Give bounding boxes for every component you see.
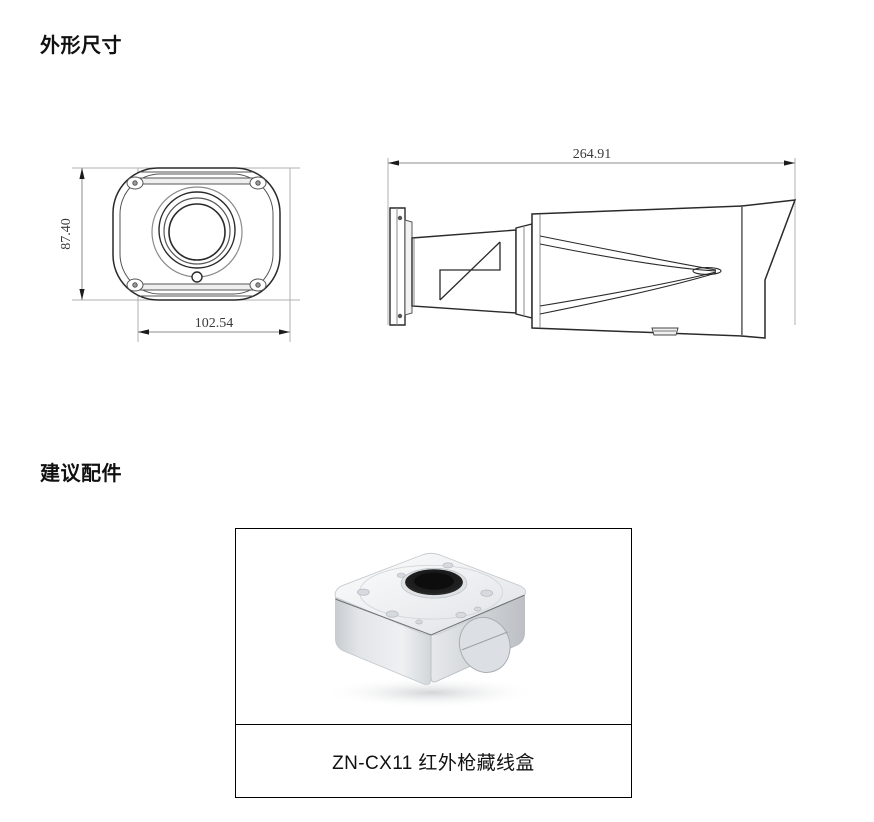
side-view-extension-lines bbox=[387, 158, 796, 325]
accessory-card: ZN-CX11 红外枪藏线盒 bbox=[235, 528, 632, 798]
product-dimension-drawing: 87.40 102.54 bbox=[0, 110, 874, 370]
junction-box-cable-hole bbox=[400, 567, 468, 599]
front-view-drawing: 87.40 102.54 bbox=[59, 167, 300, 342]
junction-box-product-photo bbox=[321, 552, 541, 709]
side-view-mount-plate bbox=[389, 207, 413, 326]
side-view-length-dimension-label: 264.91 bbox=[573, 147, 612, 162]
front-view-width-dimension-label: 102.54 bbox=[195, 316, 234, 331]
front-view-housing bbox=[112, 167, 281, 301]
junction-box-screw-holes bbox=[357, 562, 494, 625]
accessory-image-cell bbox=[236, 529, 631, 725]
side-view-collar bbox=[515, 223, 533, 319]
side-view-drawing: 264.91 bbox=[387, 147, 797, 339]
front-view-height-dimension-label: 87.40 bbox=[59, 218, 74, 250]
page-title: 外形尺寸 bbox=[40, 35, 122, 57]
junction-box-seam-line bbox=[335, 594, 525, 636]
side-view-arm-detail bbox=[439, 241, 501, 301]
junction-box-shadow bbox=[321, 676, 541, 709]
accessories-section-title: 建议配件 bbox=[40, 463, 122, 485]
front-view-corner-screws bbox=[126, 176, 267, 292]
junction-box-front-face bbox=[335, 596, 432, 685]
front-view-light-sensor bbox=[191, 271, 203, 283]
side-view-connector-nub bbox=[651, 327, 679, 336]
side-view-sunshield-contours bbox=[539, 235, 722, 315]
accessory-label-cell: ZN-CX11 红外枪藏线盒 bbox=[236, 725, 631, 797]
front-view-cap-lines bbox=[139, 171, 254, 297]
accessory-model-label: ZN-CX11 红外枪藏线盒 bbox=[332, 752, 535, 774]
junction-box-side-port bbox=[458, 616, 511, 673]
side-view-rear-cap bbox=[741, 199, 797, 339]
